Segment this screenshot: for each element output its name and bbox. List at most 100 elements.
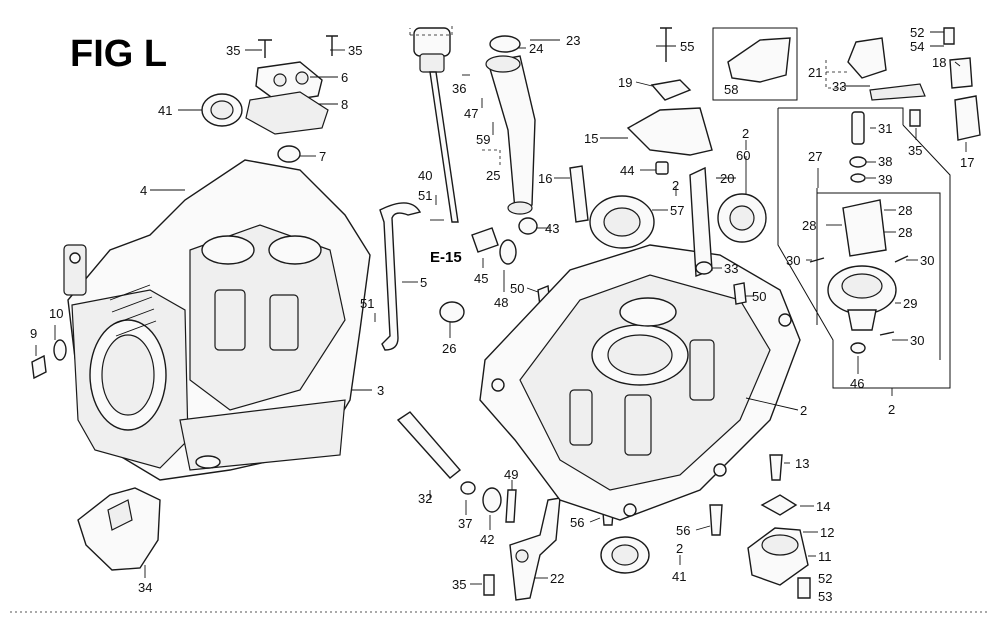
callout-43: 43 <box>545 221 559 236</box>
callout-18: 18 <box>932 55 946 70</box>
callout-22: 22 <box>550 571 564 586</box>
callout-14: 14 <box>816 499 830 514</box>
callout-42: 42 <box>480 532 494 547</box>
callout-35a: 35 <box>226 43 240 58</box>
bolt-55-drawing <box>660 27 672 62</box>
bolt-53-drawing <box>797 577 811 599</box>
bolt-13-drawing <box>769 454 783 481</box>
callout-20: 20 <box>720 171 734 186</box>
callout-21: 21 <box>808 65 822 80</box>
callout-50a: 50 <box>510 281 524 296</box>
callout-51b: 51 <box>360 296 374 311</box>
callout-27: 27 <box>808 149 822 164</box>
callout-50b: 50 <box>752 289 766 304</box>
callout-17: 17 <box>960 155 974 170</box>
baffle-15-drawing <box>626 107 713 156</box>
holder-28-drawing <box>842 199 887 257</box>
callout-56a: 56 <box>570 515 584 530</box>
callout-25: 25 <box>486 168 500 183</box>
crankcase-cover-drawing <box>479 244 801 521</box>
callout-2e: 2 <box>676 541 683 556</box>
governor-arm-34-drawing <box>77 487 161 571</box>
callout-41b: 41 <box>672 569 686 584</box>
callout-35d: 35 <box>452 577 466 592</box>
washer-46-drawing <box>850 342 866 354</box>
governor-lever-21-drawing <box>847 37 887 79</box>
governor-arm-22-drawing <box>509 497 561 601</box>
callout-30b: 30 <box>920 253 934 268</box>
oil-filler-tube-drawing <box>485 35 536 215</box>
callout-52b: 52 <box>818 571 832 586</box>
bracket-19-drawing <box>650 79 692 101</box>
callout-32: 32 <box>418 491 432 506</box>
clip-39-drawing <box>850 173 866 183</box>
callout-24: 24 <box>529 41 543 56</box>
bracket-18-drawing <box>949 57 973 89</box>
governor-assembly-box <box>777 107 951 389</box>
callout-labels: 35 35 6 8 41 7 4 10 9 3 34 23 24 36 47 5… <box>30 25 974 604</box>
callout-26: 26 <box>442 341 456 356</box>
callout-28b: 28 <box>802 218 816 233</box>
callout-23: 23 <box>566 33 580 48</box>
callout-41a: 41 <box>158 103 172 118</box>
clip-49-drawing <box>505 489 517 523</box>
callout-35c: 35 <box>908 143 922 158</box>
callout-2c: 2 <box>888 402 895 417</box>
o-ring-33-drawing <box>695 261 713 275</box>
drain-plug-9-drawing <box>31 354 47 380</box>
callout-28c: 28 <box>898 225 912 240</box>
callout-31: 31 <box>878 121 892 136</box>
washer-38-drawing <box>849 156 867 168</box>
plate-58-drawing <box>727 37 791 83</box>
cover-bolts-drawing <box>258 35 338 58</box>
callout-38: 38 <box>878 154 892 169</box>
callout-4: 4 <box>140 183 147 198</box>
callout-5: 5 <box>420 275 427 290</box>
callout-11: 11 <box>818 549 832 564</box>
callout-57: 57 <box>670 203 684 218</box>
callout-2d: 2 <box>800 403 807 418</box>
seal-48-drawing <box>499 239 517 265</box>
callout-39: 39 <box>878 172 892 187</box>
washer-43-drawing <box>518 217 538 235</box>
gasket-12-drawing <box>761 534 799 556</box>
bolt-52-drawing <box>943 27 955 45</box>
callout-6: 6 <box>341 70 348 85</box>
callout-51a: 51 <box>418 188 432 203</box>
callout-33b: 33 <box>832 79 846 94</box>
callout-2b: 2 <box>742 126 749 141</box>
callout-29: 29 <box>903 296 917 311</box>
callout-13: 13 <box>795 456 809 471</box>
callout-34: 34 <box>138 580 152 595</box>
cylinder-block-drawing <box>63 159 371 481</box>
callout-54: 54 <box>910 39 924 54</box>
callout-30c: 30 <box>910 333 924 348</box>
part-58-inset-box <box>712 27 798 101</box>
governor-washer-14-drawing <box>760 494 798 516</box>
governor-sub-box <box>816 188 941 360</box>
bolt-56b-drawing <box>709 504 723 536</box>
governor-shaft-32-drawing <box>396 411 462 479</box>
callout-35b: 35 <box>348 43 362 58</box>
section-reference: E-15 <box>430 249 462 266</box>
collar-44-drawing <box>655 161 669 175</box>
callout-46: 46 <box>850 376 864 391</box>
callout-56b: 56 <box>676 523 690 538</box>
callout-47: 47 <box>464 106 478 121</box>
callout-58: 58 <box>724 82 738 97</box>
oil-seal-left-drawing <box>201 93 243 127</box>
o-ring-10-drawing <box>53 339 67 361</box>
callout-33a: 33 <box>724 261 738 276</box>
leader-lines <box>35 24 967 585</box>
callout-30a: 30 <box>786 253 800 268</box>
breather-cover-drawing <box>245 61 329 135</box>
pin-50b-drawing <box>733 282 747 305</box>
callout-3: 3 <box>377 383 384 398</box>
bolt-35-drawing <box>483 574 495 596</box>
callout-12: 12 <box>820 525 834 540</box>
breather-valve-drawing <box>277 145 301 163</box>
plug-26-drawing <box>439 301 465 323</box>
callout-15: 15 <box>584 131 598 146</box>
bolt-35c-drawing <box>909 109 921 127</box>
callout-36: 36 <box>452 81 466 96</box>
